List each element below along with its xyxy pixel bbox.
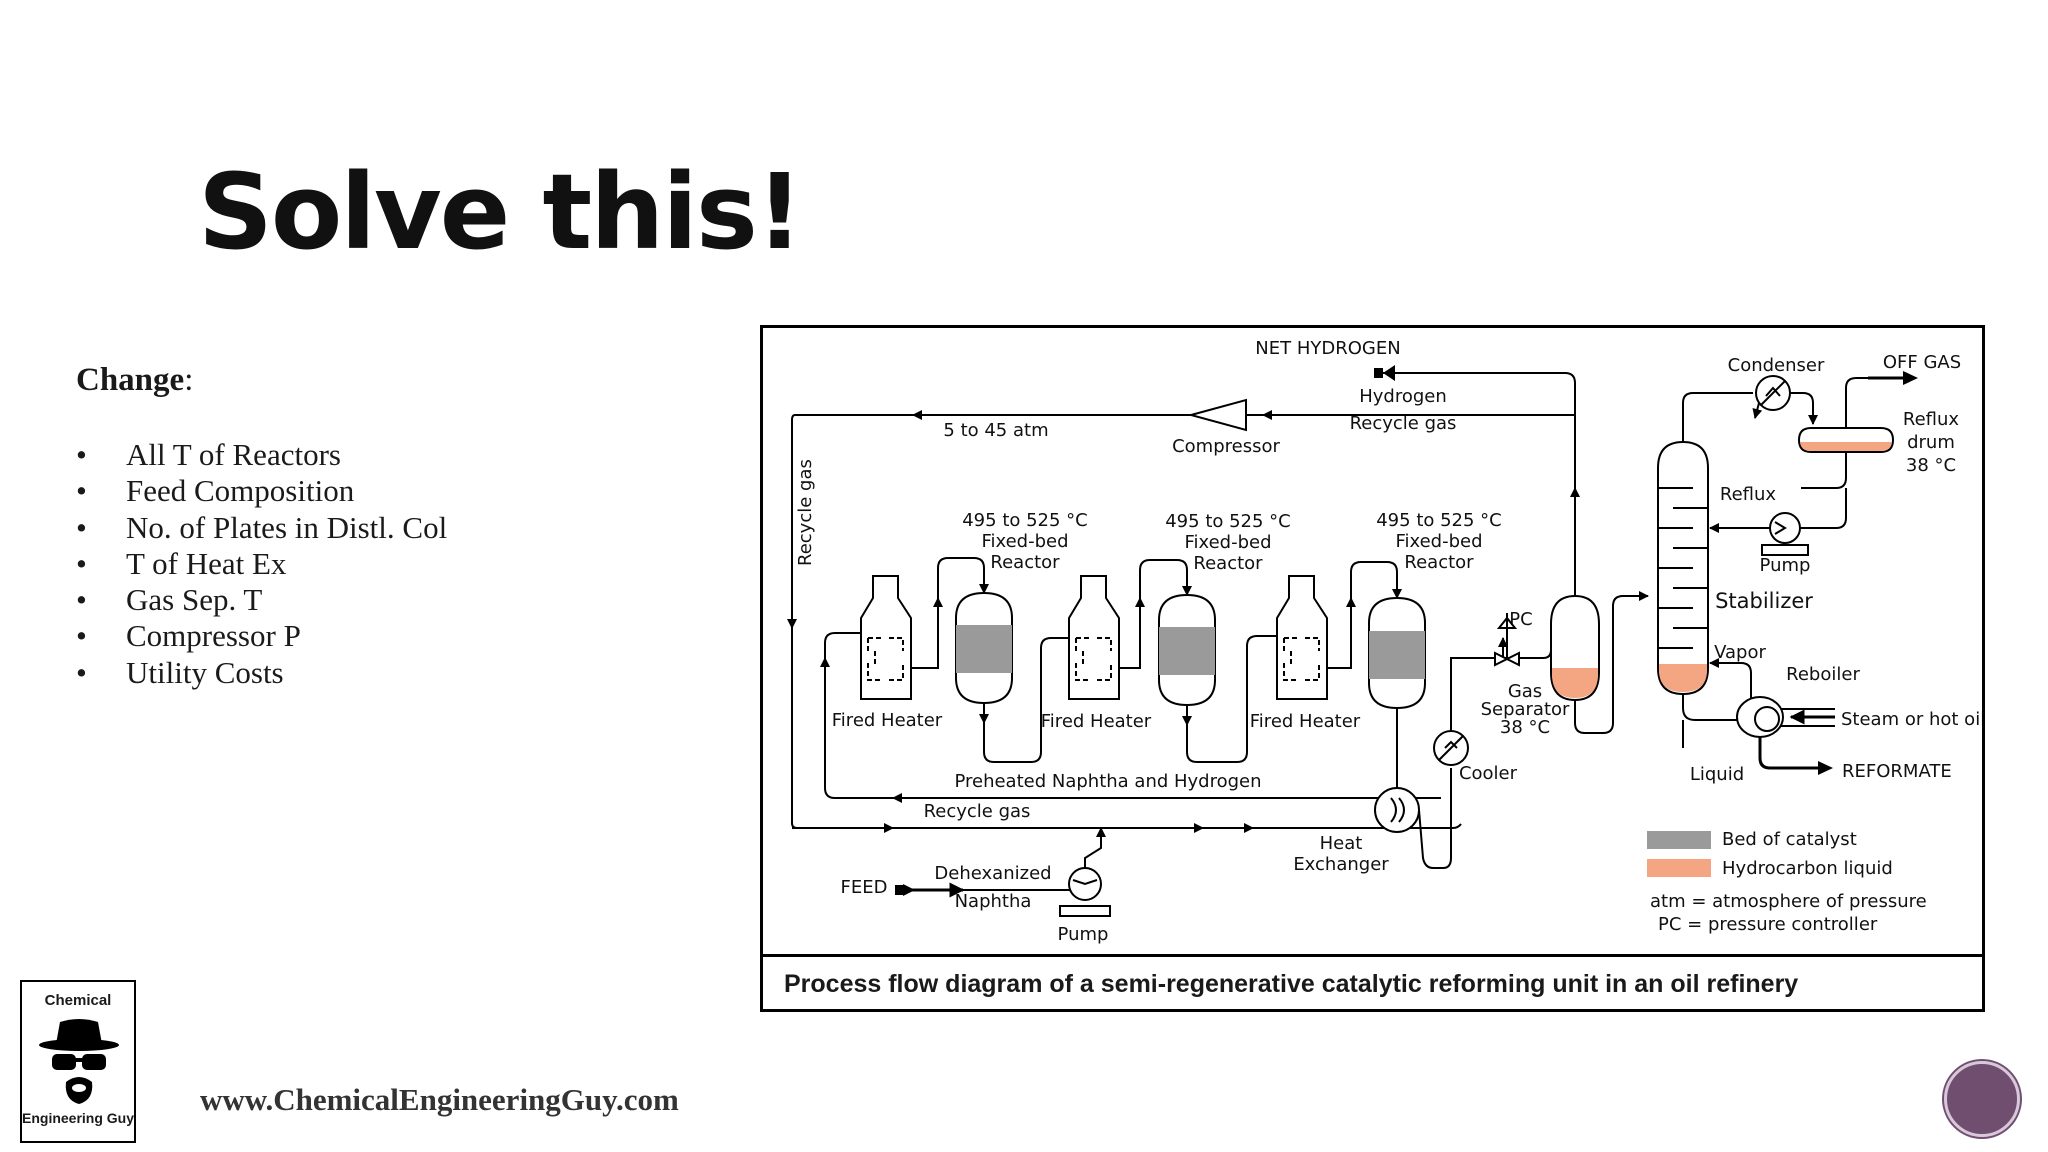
list-item: Compressor P <box>76 618 447 654</box>
list-item: Gas Sep. T <box>76 582 447 618</box>
reactor2-temp: 495 to 525 °C <box>1165 511 1291 532</box>
pc-note: PC = pressure controller <box>1658 914 1878 935</box>
legend-liquid-label: Hydrocarbon liquid <box>1722 858 1893 879</box>
reactor3-temp: 495 to 525 °C <box>1376 510 1502 531</box>
pc-label: PC <box>1509 609 1532 630</box>
reformate-arrow <box>1818 761 1833 775</box>
compressor <box>1187 398 1247 432</box>
legend-liquid-swatch <box>1647 859 1711 877</box>
logo-text-top: Chemical <box>44 992 112 1009</box>
reformate-label: REFORMATE <box>1842 761 1952 782</box>
reflux-pump-label: Pump <box>1760 555 1811 576</box>
compressor-label: Compressor <box>1172 436 1280 457</box>
recycle-gas-vertical-label: Recycle gas <box>795 459 816 566</box>
fired-heater-2 <box>1068 575 1120 700</box>
diagram-labels: NET HYDROGEN Hydrogen Recycle gas 5 to 4… <box>795 338 1982 945</box>
vapor-label: Vapor <box>1714 642 1766 663</box>
diagram-canvas: NET HYDROGEN Hydrogen Recycle gas 5 to 4… <box>787 338 1982 945</box>
list-item: Feed Composition <box>76 473 447 509</box>
dehexanized-label: Dehexanized <box>934 863 1051 884</box>
feed-pump-base <box>1059 905 1111 917</box>
website-url[interactable]: www.ChemicalEngineeringGuy.com <box>200 1082 679 1117</box>
feed-pump-label: Pump <box>1058 924 1109 945</box>
pressure-range-label: 5 to 45 atm <box>943 420 1048 441</box>
net-hydrogen-label: NET HYDROGEN <box>1255 338 1400 359</box>
reflux-label: Reflux <box>1720 484 1777 505</box>
reactor-1 <box>955 591 1013 705</box>
change-label: Change <box>76 362 185 398</box>
steam-label: Steam or hot oil <box>1841 709 1982 730</box>
fired-heater3-label: Fired Heater <box>1250 711 1361 732</box>
legend-catalyst-label: Bed of catalyst <box>1722 829 1857 850</box>
reactor1-temp: 495 to 525 °C <box>962 510 1088 531</box>
cooler-label: Cooler <box>1459 763 1518 784</box>
reactor2-label: Reactor <box>1193 553 1263 574</box>
net-hydrogen-arrow <box>1383 365 1395 381</box>
stabilizer-label: Stabilizer <box>1715 589 1813 613</box>
reactor-train-piping <box>911 557 1402 799</box>
process-flow-diagram: NET HYDROGEN Hydrogen Recycle gas 5 to 4… <box>760 325 1985 1012</box>
fired-heater-3 <box>1276 575 1328 700</box>
recycle-gas-loop <box>787 410 1575 833</box>
reactor1-type: Fixed-bed <box>981 531 1068 552</box>
fired-heater-1 <box>860 575 912 700</box>
fired-heater2-label: Fired Heater <box>1041 711 1152 732</box>
off-gas-arrow <box>1903 371 1918 385</box>
reactor-3 <box>1368 596 1426 710</box>
list-item: All T of Reactors <box>76 437 447 473</box>
figure-caption: Process flow diagram of a semi-regenerat… <box>763 954 1982 1012</box>
hydrogen-label: Hydrogen <box>1359 386 1447 407</box>
list-item: T of Heat Ex <box>76 546 447 582</box>
reflux-drum-line2: drum <box>1907 432 1955 453</box>
hat-guy-logo-icon <box>39 1019 119 1104</box>
reactor3-label: Reactor <box>1404 552 1474 573</box>
separator-label: Separator <box>1481 699 1570 720</box>
change-list: All T of Reactors Feed Composition No. o… <box>76 437 447 691</box>
pressure-controller-valve <box>1494 613 1520 667</box>
naphtha-label: Naphtha <box>955 891 1032 912</box>
logo: Chemical Engineering Guy <box>20 980 136 1143</box>
fired-heater1-label: Fired Heater <box>832 710 943 731</box>
reflux-drum-temp: 38 °C <box>1906 455 1956 476</box>
reflux-drum <box>1797 427 1895 453</box>
to-cooler-line <box>1418 768 1452 869</box>
recycle-gas-top-label: Recycle gas <box>1350 413 1457 434</box>
change-colon: : <box>184 362 194 398</box>
gas-separator <box>1550 594 1600 702</box>
exchanger-label: Exchanger <box>1293 854 1389 875</box>
net-hydrogen-line <box>1383 372 1576 415</box>
heat-label: Heat <box>1320 833 1363 854</box>
slide-title: Solve this! <box>198 151 803 273</box>
reflux-pump-base <box>1761 544 1809 556</box>
atm-note: atm = atmosphere of pressure <box>1650 891 1927 912</box>
list-item: Utility Costs <box>76 655 447 691</box>
logo-text-bottom: Engineering Guy <box>22 1110 135 1126</box>
condenser-label: Condenser <box>1728 355 1825 376</box>
liquid-label: Liquid <box>1690 764 1744 785</box>
separator-temp: 38 °C <box>1500 717 1550 738</box>
list-item: No. of Plates in Distl. Col <box>76 510 447 546</box>
reactor1-label: Reactor <box>990 552 1060 573</box>
reactor-2 <box>1158 593 1216 707</box>
feed-label: FEED <box>841 877 888 898</box>
reflux-drum-line1: Reflux <box>1903 409 1960 430</box>
reboiler-label: Reboiler <box>1786 664 1860 685</box>
gas-label: Gas <box>1508 681 1542 702</box>
change-heading: Change: <box>76 362 193 399</box>
legend-catalyst-swatch <box>1647 831 1711 849</box>
recycle-gas-bottom-label: Recycle gas <box>924 801 1031 822</box>
reactor2-type: Fixed-bed <box>1184 532 1271 553</box>
off-gas-label: OFF GAS <box>1883 352 1961 373</box>
reactor3-type: Fixed-bed <box>1395 531 1482 552</box>
stabilizer-column <box>1657 440 1709 696</box>
preheated-label: Preheated Naphtha and Hydrogen <box>954 771 1261 792</box>
nav-circle-button[interactable] <box>1944 1061 2020 1137</box>
